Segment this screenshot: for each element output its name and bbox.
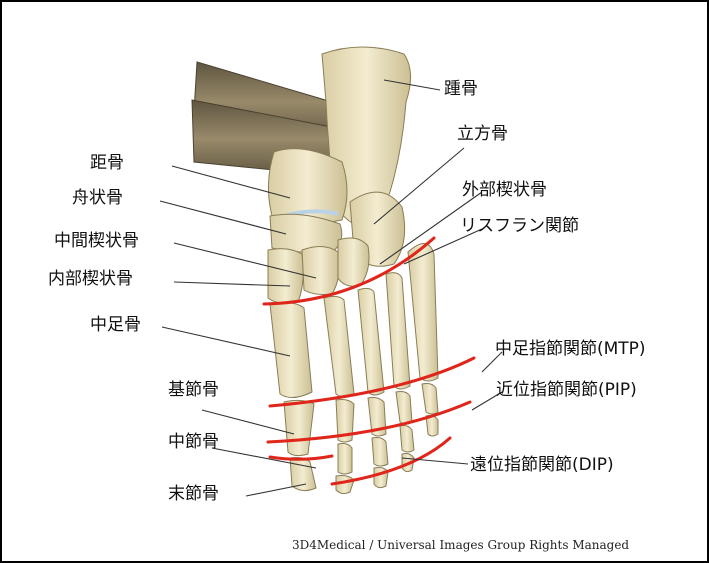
label-lisfranc-joint: リスフラン関節: [460, 218, 579, 235]
lateral-cuneiform-bone: [338, 238, 369, 286]
label-medial-cuneiform: 内部楔状骨: [48, 271, 133, 288]
label-metatarsal: 中足骨: [90, 317, 141, 334]
medial-cuneiform-bone: [268, 249, 303, 304]
label-calcaneus: 踵骨: [444, 81, 478, 98]
label-lateral-cuneiform: 外部楔状骨: [462, 182, 547, 199]
image-credit: 3D4Medical / Universal Images Group Righ…: [292, 538, 629, 552]
label-navicular: 舟状骨: [72, 190, 123, 207]
label-mtp-joint: 中足指節関節(MTP): [495, 341, 646, 358]
label-middle-phalanx: 中節骨: [168, 434, 219, 451]
label-cuboid: 立方骨: [457, 126, 508, 143]
label-proximal-phalanx: 基節骨: [168, 382, 219, 399]
label-distal-phalanx: 末節骨: [168, 486, 219, 503]
label-dip-joint: 遠位指節関節(DIP): [470, 457, 614, 474]
label-pip-joint: 近位指節関節(PIP): [496, 382, 637, 399]
intermediate-cuneiform-bone: [302, 246, 339, 294]
label-intermediate-cuneiform: 中間楔状骨: [54, 233, 139, 250]
label-talus: 距骨: [90, 155, 124, 172]
